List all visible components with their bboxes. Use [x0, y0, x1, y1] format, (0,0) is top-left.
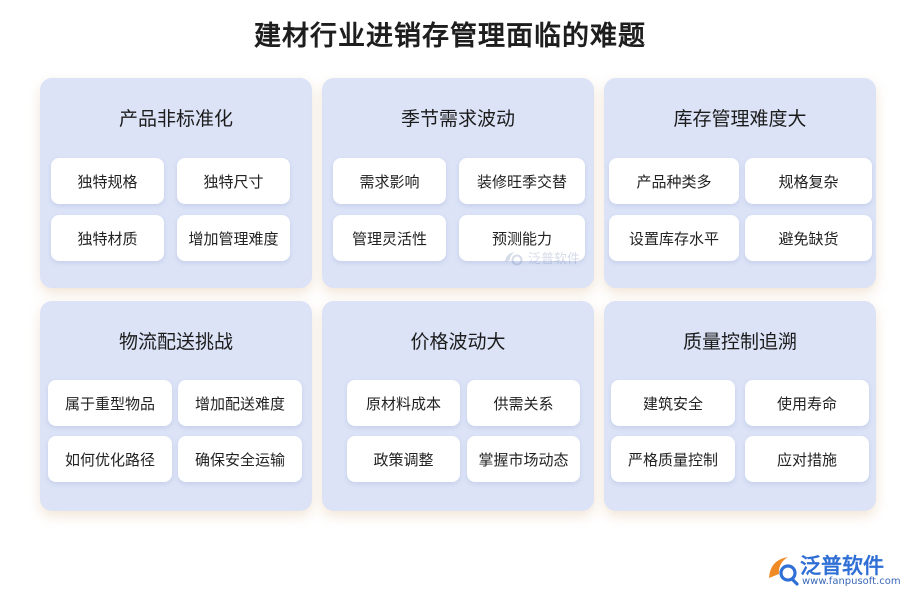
card-quality-traceability: 质量控制追溯 建筑安全 使用寿命 严格质量控制 应对措施 — [604, 301, 876, 511]
card-title: 价格波动大 — [410, 331, 506, 353]
watermark: 泛普软件 — [502, 248, 580, 267]
card-title: 产品非标准化 — [118, 108, 233, 130]
watermark-text: 泛普软件 — [528, 252, 581, 267]
item-pill: 建筑安全 — [611, 380, 735, 426]
item-pill: 应对措施 — [745, 436, 869, 482]
item-pill: 使用寿命 — [745, 380, 869, 426]
page-title: 建材行业进销存管理面临的难题 — [254, 21, 646, 52]
item-pill: 属于重型物品 — [48, 380, 172, 426]
item-pill: 掌握市场动态 — [467, 436, 580, 482]
item-pill: 增加配送难度 — [178, 380, 302, 426]
card-title: 物流配送挑战 — [118, 331, 233, 353]
item-pill: 产品种类多 — [609, 158, 739, 204]
fanpu-logo-icon — [769, 557, 799, 586]
item-pill: 独特材质 — [51, 215, 164, 261]
item-pill: 严格质量控制 — [611, 436, 735, 482]
card-seasonal-demand: 季节需求波动 需求影响 装修旺季交替 管理灵活性 预测能力 — [322, 78, 594, 288]
logo-name: 泛普软件 — [800, 554, 884, 578]
card-price-fluctuation: 价格波动大 原材料成本 供需关系 政策调整 掌握市场动态 — [322, 301, 594, 511]
card-product-nonstandard: 产品非标准化 独特规格 独特尺寸 独特材质 增加管理难度 — [40, 78, 312, 288]
card-title: 库存管理难度大 — [673, 108, 807, 130]
item-pill: 装修旺季交替 — [459, 158, 585, 204]
card-title: 质量控制追溯 — [682, 331, 797, 353]
item-pill: 供需关系 — [467, 380, 580, 426]
item-pill: 独特尺寸 — [177, 158, 290, 204]
card-inventory-difficulty: 库存管理难度大 产品种类多 规格复杂 设置库存水平 避免缺货 — [604, 78, 876, 288]
item-pill: 需求影响 — [333, 158, 446, 204]
item-pill: 增加管理难度 — [177, 215, 290, 261]
item-pill: 管理灵活性 — [333, 215, 446, 261]
item-pill: 如何优化路径 — [48, 436, 172, 482]
item-pill: 预测能力 — [459, 215, 585, 261]
item-pill: 独特规格 — [51, 158, 164, 204]
brand-logo: 泛普软件 www.fanpusoft.com — [766, 548, 900, 592]
logo-url: www.fanpusoft.com — [802, 576, 900, 587]
card-logistics-challenge: 物流配送挑战 属于重型物品 增加配送难度 如何优化路径 确保安全运输 — [40, 301, 312, 511]
item-pill: 政策调整 — [347, 436, 460, 482]
fanpu-logo-icon — [505, 251, 523, 265]
item-pill: 避免缺货 — [745, 215, 872, 261]
item-pill: 规格复杂 — [745, 158, 872, 204]
item-pill: 设置库存水平 — [609, 215, 739, 261]
item-pill: 原材料成本 — [347, 380, 460, 426]
card-title: 季节需求波动 — [400, 108, 515, 130]
item-pill: 确保安全运输 — [178, 436, 302, 482]
